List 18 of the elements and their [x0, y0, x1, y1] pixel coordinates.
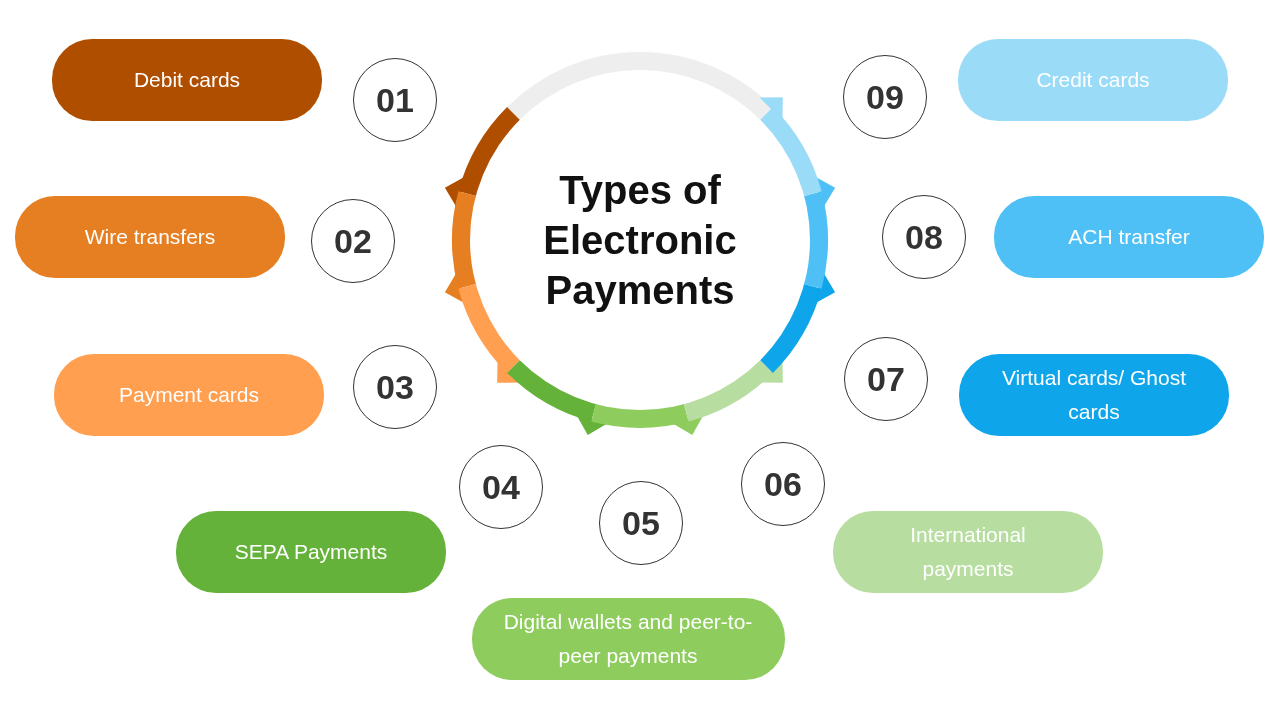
number-circle: 04: [459, 445, 543, 529]
category-pill: Debit cards: [52, 39, 322, 121]
number-circle: 05: [599, 481, 683, 565]
category-pill: Digital wallets and peer-to-peer payments: [471, 598, 785, 680]
number-circle: 08: [882, 195, 966, 279]
category-pill: Wire transfers: [15, 196, 285, 278]
category-pill: SEPA Payments: [176, 511, 446, 593]
category-pill: Credit cards: [958, 39, 1228, 121]
category-pill: International payments: [833, 511, 1103, 593]
number-circle: 06: [741, 442, 825, 526]
category-pill: Virtual cards/ Ghost cards: [959, 354, 1229, 436]
number-circle: 09: [843, 55, 927, 139]
number-circle: 03: [353, 345, 437, 429]
number-circle: 02: [311, 199, 395, 283]
category-pill: ACH transfer: [994, 196, 1264, 278]
category-pill: Payment cards: [54, 354, 324, 436]
number-circle: 01: [353, 58, 437, 142]
number-circle: 07: [844, 337, 928, 421]
